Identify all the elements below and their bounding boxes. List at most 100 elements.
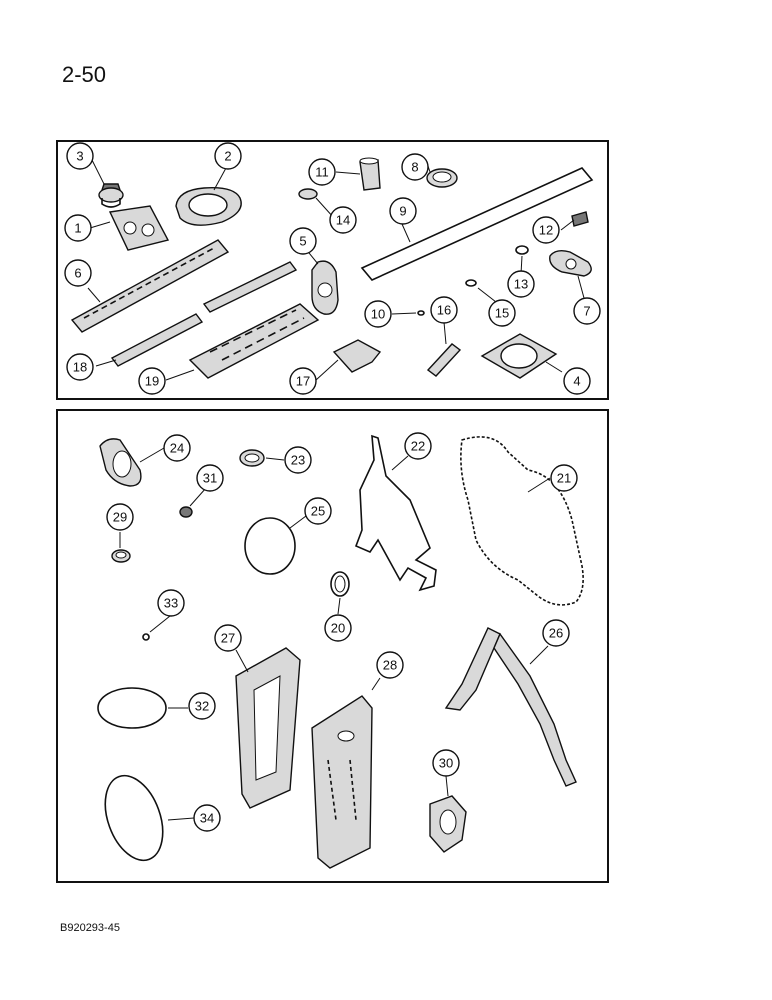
svg-text:29: 29 [113,510,127,525]
svg-text:27: 27 [221,631,235,646]
svg-text:25: 25 [311,504,325,519]
svg-text:19: 19 [145,374,159,389]
part-18-gasket [110,313,204,367]
svg-text:31: 31 [203,471,217,486]
callout-1: 1 [64,214,92,242]
svg-text:9: 9 [399,204,406,219]
part-4-gasket [480,333,558,379]
svg-text:32: 32 [195,699,209,714]
svg-text:3: 3 [76,149,83,164]
svg-text:22: 22 [411,439,425,454]
part-6-gasket [70,239,230,333]
part-26-gasket [444,627,577,787]
part-32-o-ring [97,687,167,729]
callout-14: 14 [329,206,357,234]
callout-23: 23 [284,446,312,474]
callout-11: 11 [308,158,336,186]
callout-27: 27 [214,624,242,652]
part-11-sleeve [359,157,381,191]
callout-13: 13 [507,270,535,298]
svg-text:34: 34 [200,811,214,826]
svg-text:21: 21 [557,471,571,486]
callout-8: 8 [401,153,429,181]
callout-33: 33 [157,589,185,617]
svg-text:26: 26 [549,626,563,641]
part-22-gasket [354,434,437,592]
part-12-plug [571,211,589,227]
part-28-gasket [311,695,373,869]
svg-text:6: 6 [74,266,81,281]
svg-text:2: 2 [224,149,231,164]
callout-25: 25 [304,497,332,525]
svg-text:1: 1 [74,221,81,236]
svg-text:23: 23 [291,453,305,468]
svg-text:14: 14 [336,213,350,228]
leader-lines [87,157,585,821]
callout-18: 18 [66,353,94,381]
svg-text:18: 18 [73,360,87,375]
svg-text:16: 16 [437,303,451,318]
part-30-gasket [429,795,467,853]
part-13-ring [515,245,529,255]
part-16-pin [426,343,462,377]
part-2-gasket [175,187,242,226]
callout-2: 2 [214,142,242,170]
svg-text:11: 11 [315,165,329,180]
callout-6: 6 [64,259,92,287]
part-34-o-ring [104,774,164,862]
callout-12: 12 [532,216,560,244]
part-1-gasket [108,205,170,251]
part-15-ring [465,279,477,287]
svg-text:8: 8 [411,160,418,175]
callout-4: 4 [563,367,591,395]
callout-7: 7 [573,297,601,325]
callout-16: 16 [430,296,458,324]
callout-28: 28 [376,651,404,679]
callout-5: 5 [289,227,317,255]
part-strip-gasket [202,261,298,313]
part-21-gasket [460,436,584,606]
callout-21: 21 [550,464,578,492]
svg-text:33: 33 [164,596,178,611]
callout-31: 31 [196,464,224,492]
part-24-gasket [99,438,142,487]
callout-34: 34 [193,804,221,832]
callout-30: 30 [432,749,460,777]
svg-text:17: 17 [296,374,310,389]
callout-20: 20 [324,614,352,642]
svg-text:10: 10 [371,307,385,322]
svg-text:24: 24 [170,441,184,456]
part-8-seal [426,168,458,188]
callout-9: 9 [389,197,417,225]
callout-3: 3 [66,142,94,170]
upper-parts-panel [56,140,609,400]
svg-text:30: 30 [439,756,453,771]
part-10-ring [417,310,425,316]
part-20-ring [330,571,350,597]
callout-22: 22 [404,432,432,460]
part-33-ring [142,633,150,641]
callout-17: 17 [289,367,317,395]
svg-text:20: 20 [331,621,345,636]
callout-19: 19 [138,367,166,395]
callout-32: 32 [188,692,216,720]
part-17-bracket [332,339,382,373]
page-number: 2-50 [62,62,107,87]
callout-10: 10 [364,300,392,328]
part-19-gasket [188,303,320,379]
part-14-ring [298,188,318,200]
svg-text:28: 28 [383,658,397,673]
figure-code: B920293-45 [60,922,120,934]
callout-29: 29 [106,503,134,531]
part-29-seal [111,549,131,563]
callout-24: 24 [163,434,191,462]
svg-text:13: 13 [514,277,528,292]
part-5-gasket [311,260,339,315]
part-7-gasket [549,249,592,277]
callout-15: 15 [488,299,516,327]
part-27-gasket [235,647,301,809]
svg-text:7: 7 [583,304,590,319]
part-9-gasket [360,167,594,281]
part-23-seal [239,449,265,467]
